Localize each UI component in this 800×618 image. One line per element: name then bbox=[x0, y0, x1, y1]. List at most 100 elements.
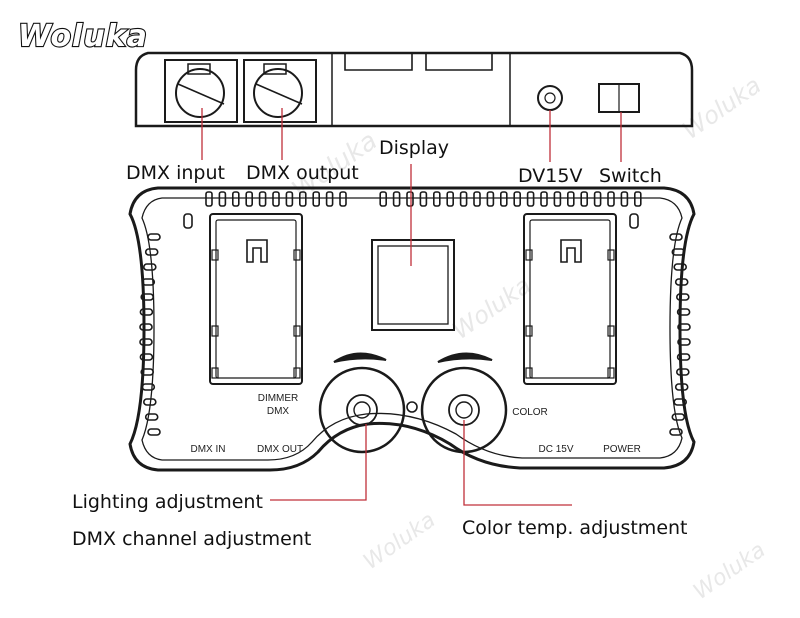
side-grip-ribs bbox=[139, 233, 691, 436]
grip-rib bbox=[674, 278, 689, 286]
battery-plate-right bbox=[523, 213, 617, 385]
grip-rib bbox=[669, 233, 683, 241]
label-display: Display bbox=[379, 137, 449, 159]
panel-text-dmx: DMX bbox=[267, 406, 290, 417]
vent-slot bbox=[620, 191, 629, 207]
grip-rib bbox=[143, 263, 157, 271]
vent-slot bbox=[607, 191, 615, 207]
vent-slot bbox=[272, 191, 280, 207]
vent-slot bbox=[205, 191, 213, 207]
grip-rib bbox=[147, 428, 161, 436]
leader-color-temp bbox=[463, 420, 572, 506]
dmx-output-connector bbox=[243, 59, 317, 123]
vent-slot bbox=[218, 191, 227, 207]
knob-mark bbox=[437, 352, 493, 363]
mount-hole bbox=[183, 213, 193, 229]
watermark: Woluka bbox=[689, 538, 770, 605]
top-view bbox=[134, 51, 694, 128]
grip-rib bbox=[674, 383, 689, 391]
vent-slot bbox=[258, 191, 267, 207]
grip-rib bbox=[139, 338, 153, 346]
vent-slot bbox=[446, 191, 455, 207]
front-inner-border bbox=[141, 197, 683, 461]
watermark: Woluka bbox=[447, 271, 536, 345]
grip-rib bbox=[147, 233, 161, 241]
display-screen bbox=[377, 245, 449, 325]
vent-slot bbox=[526, 191, 535, 207]
grip-rib bbox=[673, 263, 688, 271]
label-color-temp-adjustment: Color temp. adjustment bbox=[462, 517, 688, 539]
grip-rib bbox=[676, 353, 691, 361]
battery-plate-left bbox=[209, 213, 303, 385]
grip-rib bbox=[140, 293, 154, 301]
grip-rib bbox=[144, 248, 159, 256]
top-clip bbox=[425, 53, 493, 71]
label-lighting-adjustment: Lighting adjustment bbox=[72, 491, 263, 513]
grip-rib bbox=[677, 323, 691, 331]
grip-rib bbox=[675, 293, 690, 301]
knob-mark bbox=[333, 352, 387, 363]
vent-slot bbox=[285, 191, 294, 207]
watermark: Woluka bbox=[677, 71, 766, 145]
panel-text-dmx-out: DMX OUT bbox=[257, 444, 303, 455]
label-dv15v: DV15V bbox=[518, 165, 582, 187]
grip-rib bbox=[671, 248, 686, 256]
dimmer-dmx-knob[interactable] bbox=[318, 366, 406, 454]
vent-slot bbox=[339, 191, 347, 207]
vent-slot bbox=[593, 191, 602, 207]
front-body-outline bbox=[128, 186, 696, 472]
grip-rib bbox=[676, 308, 691, 316]
grip-rib bbox=[140, 368, 154, 376]
vent-slot bbox=[432, 191, 441, 207]
panel-text-dc15v: DC 15V bbox=[538, 444, 573, 455]
label-dmx-channel-adjustment: DMX channel adjustment bbox=[72, 528, 311, 550]
vent-slot bbox=[553, 191, 562, 207]
vent-slot bbox=[406, 191, 414, 207]
vent-slot bbox=[298, 191, 307, 207]
brand-logo: Woluka bbox=[18, 19, 148, 54]
panel-text-power: POWER bbox=[603, 444, 641, 455]
vent-slot bbox=[419, 191, 428, 207]
dc-jack bbox=[537, 85, 563, 111]
vent-slot bbox=[232, 191, 240, 207]
leader-lines bbox=[201, 108, 622, 506]
vent-slot bbox=[325, 191, 334, 207]
leader-lighting bbox=[270, 424, 367, 501]
panel-text-dimmer: DIMMER bbox=[258, 393, 299, 404]
grip-rib bbox=[141, 278, 156, 286]
vent-slot bbox=[499, 191, 508, 207]
vent-slot bbox=[245, 191, 253, 207]
grip-rib bbox=[139, 323, 153, 331]
grip-rib bbox=[139, 308, 154, 316]
vent-slot bbox=[486, 191, 495, 207]
top-view-body bbox=[134, 51, 694, 128]
label-dmx-input: DMX input bbox=[126, 162, 225, 184]
vent-slot bbox=[513, 191, 522, 207]
grip-rib bbox=[677, 338, 691, 346]
vent-slot bbox=[379, 191, 388, 207]
vent-slot bbox=[540, 191, 548, 207]
top-clip bbox=[344, 53, 413, 71]
panel-text-dmx-in: DMX IN bbox=[191, 444, 226, 455]
dmx-input-connector bbox=[164, 59, 238, 123]
grip-rib bbox=[673, 398, 688, 406]
display-window bbox=[371, 239, 455, 331]
vent-slot bbox=[459, 191, 468, 207]
mount-hole bbox=[629, 213, 639, 229]
label-switch: Switch bbox=[599, 165, 662, 187]
vent-slot bbox=[580, 191, 589, 207]
top-vent-slots bbox=[205, 191, 642, 207]
grip-rib bbox=[675, 368, 690, 376]
grip-rib bbox=[144, 413, 159, 421]
panel-text-color: COLOR bbox=[512, 407, 548, 418]
watermark: Woluka bbox=[359, 508, 440, 575]
vent-slot bbox=[392, 191, 401, 207]
vent-slot bbox=[473, 191, 481, 207]
label-dmx-output: DMX output bbox=[246, 162, 359, 184]
indicator-led bbox=[406, 401, 418, 413]
vent-slot bbox=[566, 191, 575, 207]
grip-rib bbox=[143, 398, 157, 406]
grip-rib bbox=[141, 383, 156, 391]
